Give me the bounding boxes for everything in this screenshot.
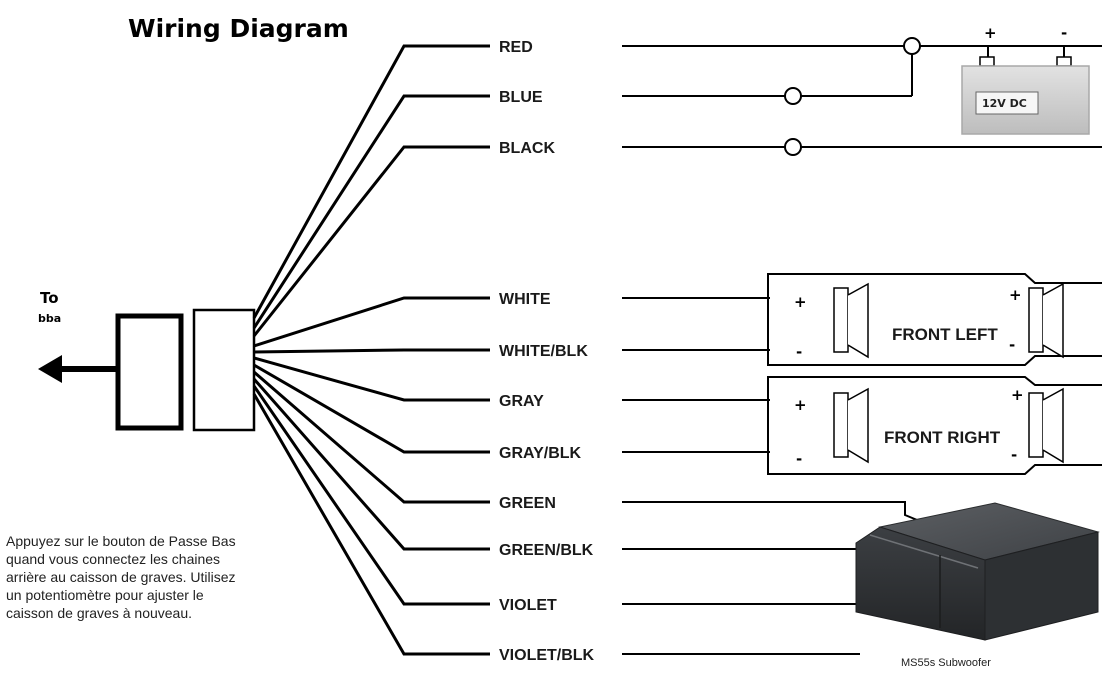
wire-fan-green — [253, 370, 490, 504]
front-left-outline — [767, 273, 1102, 366]
harness-connector — [38, 308, 256, 432]
wire-fan-violet-blk — [252, 393, 490, 656]
speaker-icon — [833, 282, 869, 359]
wire-label: GREEN/BLK — [499, 542, 594, 559]
battery-minus-sign: - — [1061, 24, 1067, 42]
connector-plug — [115, 313, 184, 431]
speaker-icon — [833, 387, 869, 464]
inline-fuse-icon — [784, 87, 802, 105]
wire-labels: RED BLUE BLACK WHITE WHITE/BLK GRAY GRAY/BLK GR… — [499, 39, 595, 664]
note-line: un potentiomètre pour ajuster le — [6, 587, 204, 603]
note-line: Appuyez sur le bouton de Passe Bas — [6, 533, 236, 549]
wire-label: GRAY/BLK — [499, 445, 582, 462]
battery-label: 12V DC — [982, 97, 1027, 110]
subwoofer-image — [855, 502, 1100, 641]
wire-label: VIOLET/BLK — [499, 647, 595, 664]
inline-fuse-icon — [784, 138, 802, 156]
wire-fan-violet — [252, 385, 490, 606]
harness-to-label: To — [40, 289, 59, 307]
harness-destination-label: bba — [38, 312, 61, 325]
front-left-label: FRONT LEFT — [892, 325, 998, 344]
front-right-speaker — [767, 376, 1102, 475]
speaker-icon — [1028, 282, 1064, 359]
wire-label: GRAY — [499, 393, 544, 410]
front-right-right-plus: + — [1011, 386, 1024, 404]
front-right-right-minus: - — [1011, 446, 1017, 464]
battery-plus-sign: + — [984, 24, 997, 42]
subwoofer-side — [984, 531, 1099, 641]
front-left-speaker — [767, 273, 1102, 366]
wire-label: VIOLET — [499, 597, 557, 614]
output-wires — [622, 37, 1102, 655]
wire-fan-gray-blk — [253, 363, 490, 454]
wire-fan-white-blk — [253, 348, 490, 354]
note-line: caisson de graves à nouveau. — [6, 605, 192, 621]
wire-label: BLUE — [499, 89, 543, 106]
note-line: arrière au caisson de graves. Utilisez — [6, 569, 236, 585]
battery-12v — [961, 56, 1090, 135]
connector-socket — [192, 308, 256, 432]
wire-fan-black — [252, 145, 490, 337]
front-left-right-minus: - — [1009, 336, 1015, 354]
front-right-label: FRONT RIGHT — [884, 428, 1001, 447]
fuse-icon — [903, 37, 921, 55]
front-right-outline — [767, 376, 1102, 475]
wire-label: WHITE/BLK — [499, 343, 588, 360]
wire-fan-red — [252, 44, 490, 319]
front-left-minus: - — [796, 343, 802, 361]
subwoofer-label: MS55s Subwoofer — [901, 657, 991, 669]
wire-fanout — [252, 44, 490, 656]
wire-label: WHITE — [499, 291, 551, 308]
front-left-right-plus: + — [1009, 286, 1022, 304]
wire-fan-white — [253, 296, 490, 348]
note-line: quand vous connectez les chaines — [6, 551, 220, 567]
front-right-plus: + — [794, 396, 807, 414]
passe-bas-note: Appuyez sur le bouton de Passe Bas quand … — [6, 533, 236, 621]
wire-label: RED — [499, 39, 533, 56]
wire-fan-blue — [252, 94, 490, 329]
battery-positive-terminal — [979, 56, 995, 67]
wire-fan-gray — [253, 356, 490, 402]
diagram-title: Wiring Diagram — [128, 14, 349, 43]
left-arrow-icon — [38, 355, 62, 383]
wire-label: BLACK — [499, 140, 555, 157]
battery-label-plate — [975, 91, 1039, 115]
front-left-plus: + — [794, 293, 807, 311]
battery-negative-terminal — [1056, 56, 1072, 67]
speaker-icon — [1028, 387, 1064, 464]
wire-fan-green-blk — [252, 378, 490, 551]
wire-label: GREEN — [499, 495, 556, 512]
front-right-minus: - — [796, 450, 802, 468]
